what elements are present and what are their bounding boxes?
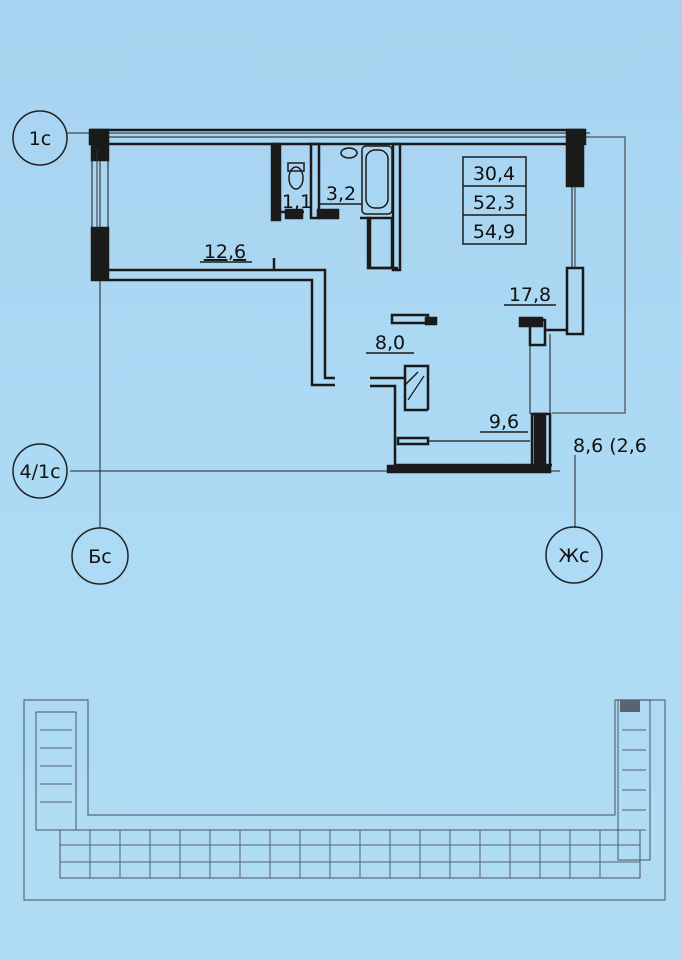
axis-label-bc: Бс	[88, 546, 111, 568]
balcony-outline	[96, 136, 626, 414]
axis-label-zhc: Жс	[559, 545, 590, 567]
bathroom-walls	[270, 142, 402, 272]
plumbing-fixtures	[287, 145, 393, 215]
axis-marker-4-1c: 4/1с	[12, 443, 68, 499]
highlighted-unit-marker	[620, 700, 640, 712]
kitchen-walls	[518, 316, 567, 468]
area-summary-box	[462, 156, 527, 245]
area-living-value: 30,4	[473, 163, 515, 185]
axis-marker-zhc: Жс	[545, 526, 603, 584]
room-area-balcony: 8,6 (2,6	[573, 435, 647, 457]
room-area-bath: 3,2	[326, 183, 356, 205]
axis-label-4-1c: 4/1с	[19, 461, 60, 483]
room-area-wc: 1,1	[282, 191, 312, 213]
axis-label-1c: 1с	[29, 128, 52, 150]
bedroom-wall	[108, 258, 335, 387]
axis-marker-1c: 1с	[12, 110, 68, 166]
room-area-hall: 8,0	[375, 332, 405, 354]
area-with-balcony-value: 54,9	[473, 221, 515, 243]
room-area-bedroom: 12,6	[204, 241, 246, 263]
room-area-corridor: 9,6	[489, 411, 519, 433]
area-total-value: 52,3	[473, 192, 515, 214]
hall-walls	[370, 313, 552, 474]
room-area-kitchen: 17,8	[509, 284, 551, 306]
label-underlines	[200, 203, 556, 433]
axis-marker-bc: Бс	[71, 527, 129, 585]
building-key-plan	[23, 699, 666, 901]
